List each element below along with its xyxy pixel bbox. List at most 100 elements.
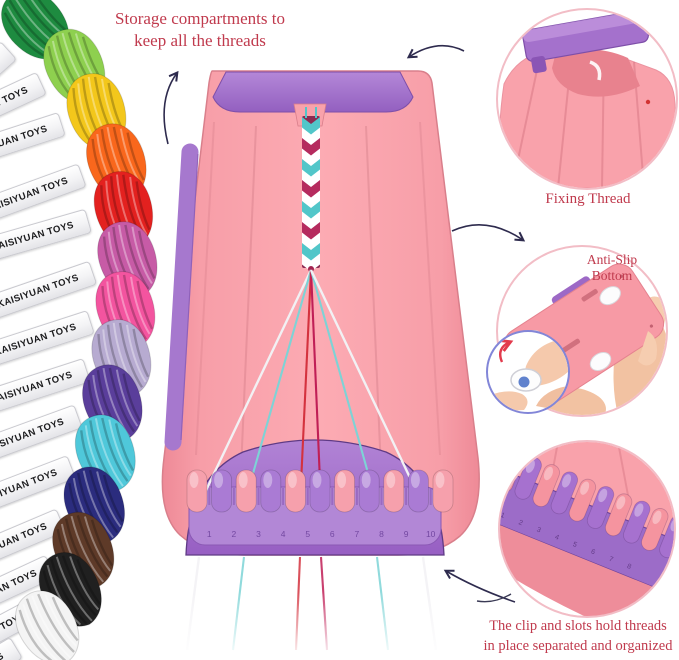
braid-chevron [302,159,320,177]
closeup-peg-pink [532,464,560,507]
peg-highlight [337,472,347,488]
peg-purple [407,469,429,513]
fan-thread-crimson [309,269,323,506]
callout-fixing-thread [496,8,678,190]
peg-pink [334,469,356,513]
closeup-peg-pink [641,508,669,551]
storage-note-line1: Storage compartments to [115,9,285,28]
braid-chevron [302,180,320,198]
storage-note-line2: keep all the threads [134,31,266,50]
peg-number: 10 [426,529,436,539]
closeup-number: 3 [535,527,541,535]
peg-highlight [361,472,371,488]
peg-number: 7 [355,529,360,539]
closeup-peg-highlight [543,466,554,481]
closeup-peg-purple [586,486,615,529]
fan-thread-white [197,269,313,506]
peg-purple [358,469,380,513]
peg-number: 3 [256,529,261,539]
peg-number: 9 [404,529,409,539]
braid-chevron [302,190,320,209]
peg-highlight [238,472,248,488]
closeup-peg-highlight [616,496,626,510]
thread-bundle-icon [15,590,80,660]
peg-highlight [287,472,297,488]
closeup-front-face [500,514,674,616]
peg-highlight [386,472,396,488]
closeup-peg-purple [659,515,674,559]
compartment-cavity [552,49,640,97]
closeup-peg-purple [623,500,651,544]
peg-pink [383,469,405,513]
closeup-peg-purple [550,471,579,515]
peg-number: 6 [330,529,335,539]
board-lid [212,71,414,113]
peg-number: 2 [232,529,237,539]
fan-thread-red [298,269,313,506]
peg-number: 5 [305,529,310,539]
fan-thread-teal [242,269,313,506]
braid-chevron [302,148,320,167]
storage-note: Storage compartments to keep all the thr… [100,8,300,52]
peg-highlight [214,472,224,488]
clip-note-line2: in place separated and organized [483,637,673,654]
fixing-thread-caption: Fixing Thread [545,191,631,207]
braid-chevron [302,253,320,272]
closeup-number: 5 [572,541,578,549]
closeup-number: 6 [590,548,596,556]
working-threads [197,269,425,506]
peg-pink [235,469,257,513]
side-strip [164,143,199,451]
anti-slip-line1: Anti-Slip [586,252,638,267]
red-dot [645,99,651,105]
braided-bracelet [302,107,320,272]
bundle-strands-light [22,594,78,660]
thread-skein-white: JS KAISIYUAN TOYS [0,574,100,660]
peg-highlight [312,472,322,488]
braid-chevron [302,138,320,156]
pad-in-hand-photo [488,338,568,412]
peg-number: 4 [281,529,286,539]
peg-purple [309,469,331,513]
closeup-number: 7 [608,556,614,564]
closeup-peg-highlight [652,510,662,525]
bundle-strands-light [46,556,100,626]
fan-thread-teal [309,269,379,506]
braid-chevron [302,232,320,251]
inset-red-arrow [498,338,514,363]
braid-chevron [302,201,320,219]
thread-hook [589,60,602,81]
fixing-thread-photo [498,10,676,188]
peg-row [186,469,454,513]
closeup-peg-highlight [580,481,590,495]
thread-skein-lilac: JS KAISIYUAN TOYS [0,307,168,452]
peg-number: 8 [379,529,384,539]
closeup-number: 8 [626,563,632,571]
thread-slots [208,488,432,505]
closeup-peg-highlight [598,488,608,503]
peg-purple [260,469,282,513]
closeup-peg-purple [514,456,542,500]
peg-highlight [263,472,273,488]
closeup-number: 1 [500,512,506,520]
peg-purple [211,469,233,513]
closeup-peg-highlight [670,518,674,532]
braid-chevron [302,243,320,261]
braid-chevron [302,169,320,188]
peg-highlight [410,472,420,488]
braid-chevron [302,117,320,135]
braid-chevron [302,211,320,230]
clip-note-line1: The clip and slots hold threads [489,618,667,634]
closeup-number: 4 [554,534,560,542]
peg-highlight [189,472,199,488]
closeup-peg-pink [568,478,597,522]
fan-thread-white [309,269,425,506]
peg-pink [186,469,208,513]
peg-pink [432,469,454,513]
bundle-strands-dark [18,593,79,660]
